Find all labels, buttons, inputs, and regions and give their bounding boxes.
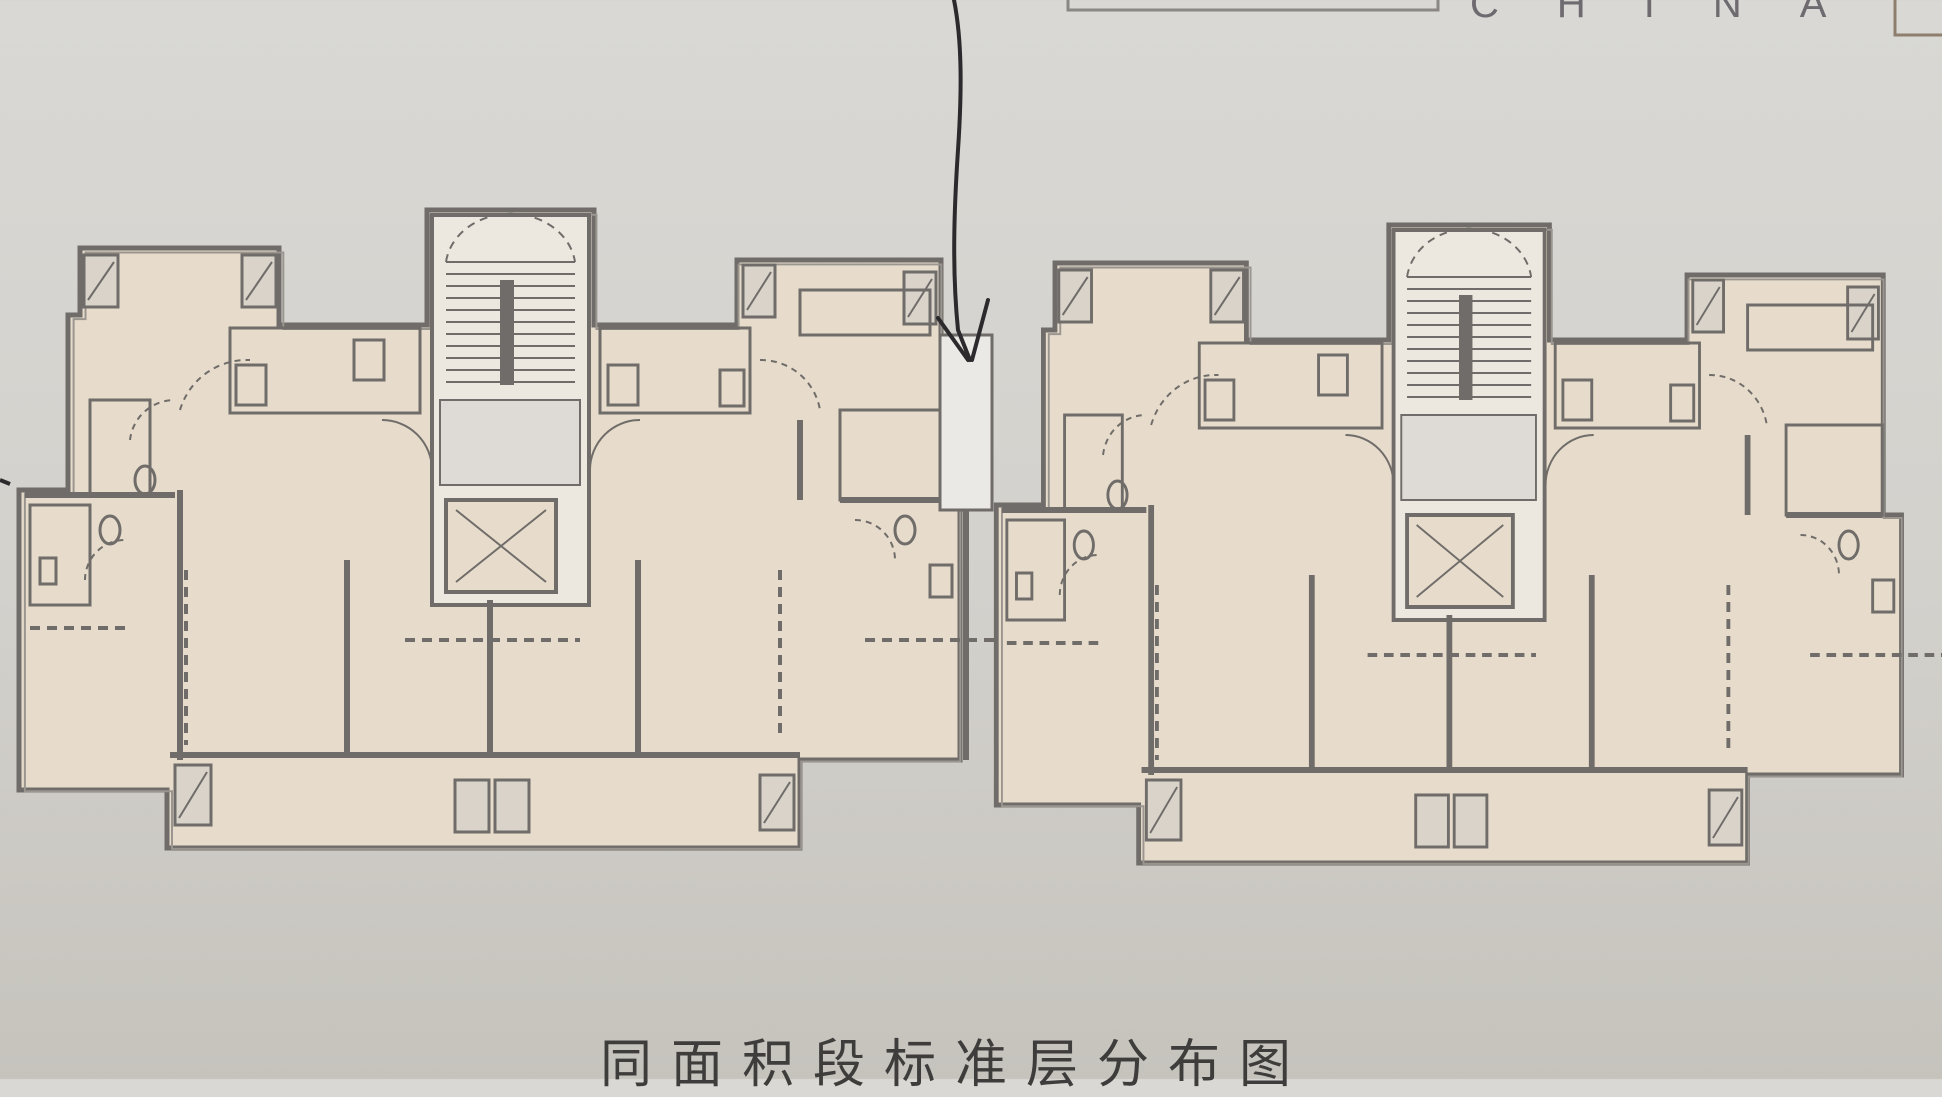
hand-drawn-arrow [936,0,990,362]
light-well [938,333,994,512]
header-box [1066,0,1440,12]
right-unit-plan [996,225,1942,864]
diagram-title: 同面积段标准层分布图 [600,1035,1311,1095]
left-unit-plan [19,210,1070,849]
header-corner-box [1893,0,1942,37]
brand-text: CHINA [1470,0,1885,26]
margin-mark [0,478,11,486]
